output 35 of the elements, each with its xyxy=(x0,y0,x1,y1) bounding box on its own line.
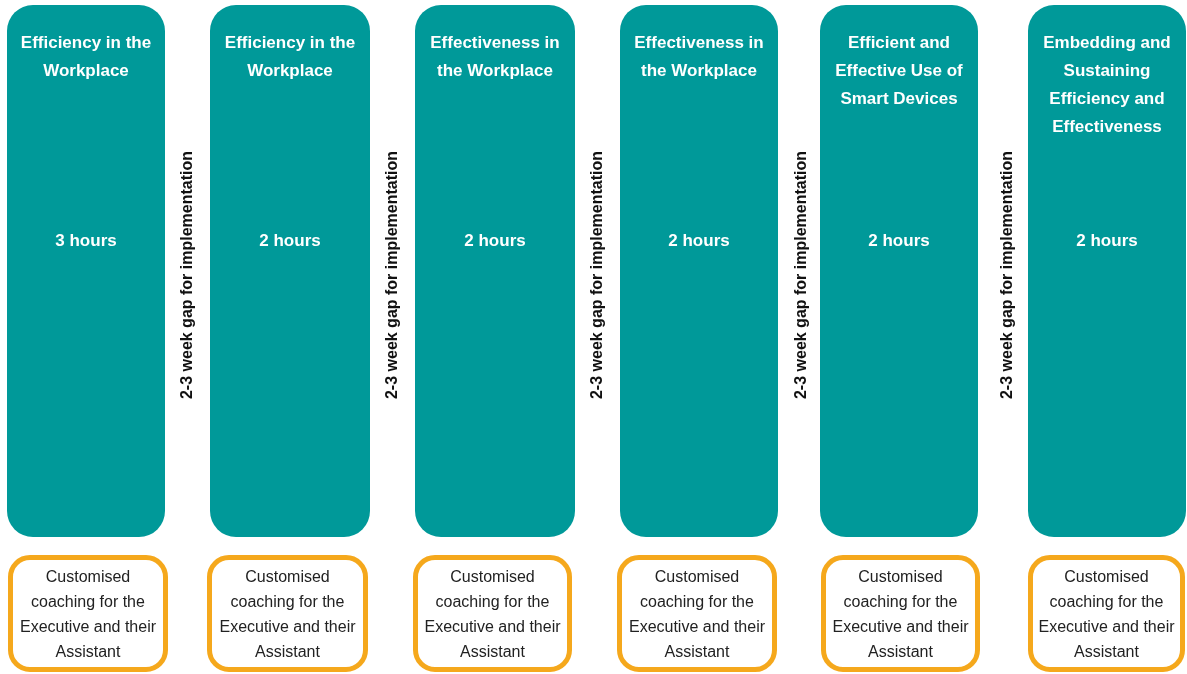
session-title: Efficient and Effective Use of Smart Devices xyxy=(834,32,964,110)
gap-label: 2-3 week gap for implementation xyxy=(997,149,1016,402)
session-duration: 2 hours xyxy=(463,230,527,252)
session-title: Effectiveness in the Workplace xyxy=(429,32,561,82)
session-title: Embedding and Sustaining Efficiency and Effectiveness xyxy=(1042,32,1172,138)
session-box xyxy=(210,5,370,537)
session-duration: 2 hours xyxy=(867,230,931,252)
coaching-box xyxy=(207,555,368,672)
gap-label: 2-3 week gap for implementation xyxy=(791,149,810,402)
coaching-box xyxy=(413,555,572,672)
coaching-box xyxy=(617,555,777,672)
coaching-text: Customised coaching for the Executive and their Assistant xyxy=(423,566,562,662)
session-box xyxy=(7,5,165,537)
session-box xyxy=(1028,5,1186,537)
session-duration: 3 hours xyxy=(54,230,118,252)
session-duration: 2 hours xyxy=(258,230,322,252)
coaching-text: Customised coaching for the Executive and their Assistant xyxy=(627,566,767,662)
session-duration: 2 hours xyxy=(667,230,731,252)
coaching-box xyxy=(821,555,980,672)
gap-label: 2-3 week gap for implementation xyxy=(177,149,196,402)
gap-label: 2-3 week gap for implementation xyxy=(587,149,606,402)
coaching-box xyxy=(1028,555,1185,672)
session-title: Efficiency in the Workplace xyxy=(19,32,153,82)
coaching-text: Customised coaching for the Executive and their Assistant xyxy=(218,566,357,662)
coaching-text: Customised coaching for the Executive and their Assistant xyxy=(1037,566,1176,662)
gap-label: 2-3 week gap for implementation xyxy=(382,149,401,402)
session-box xyxy=(620,5,778,537)
session-box xyxy=(415,5,575,537)
coaching-text: Customised coaching for the Executive and their Assistant xyxy=(18,566,158,662)
session-duration: 2 hours xyxy=(1075,230,1139,252)
session-box xyxy=(820,5,978,537)
coaching-box xyxy=(8,555,168,672)
session-title: Effectiveness in the Workplace xyxy=(633,32,765,82)
coaching-text: Customised coaching for the Executive and their Assistant xyxy=(831,566,970,662)
session-title: Efficiency in the Workplace xyxy=(223,32,357,82)
